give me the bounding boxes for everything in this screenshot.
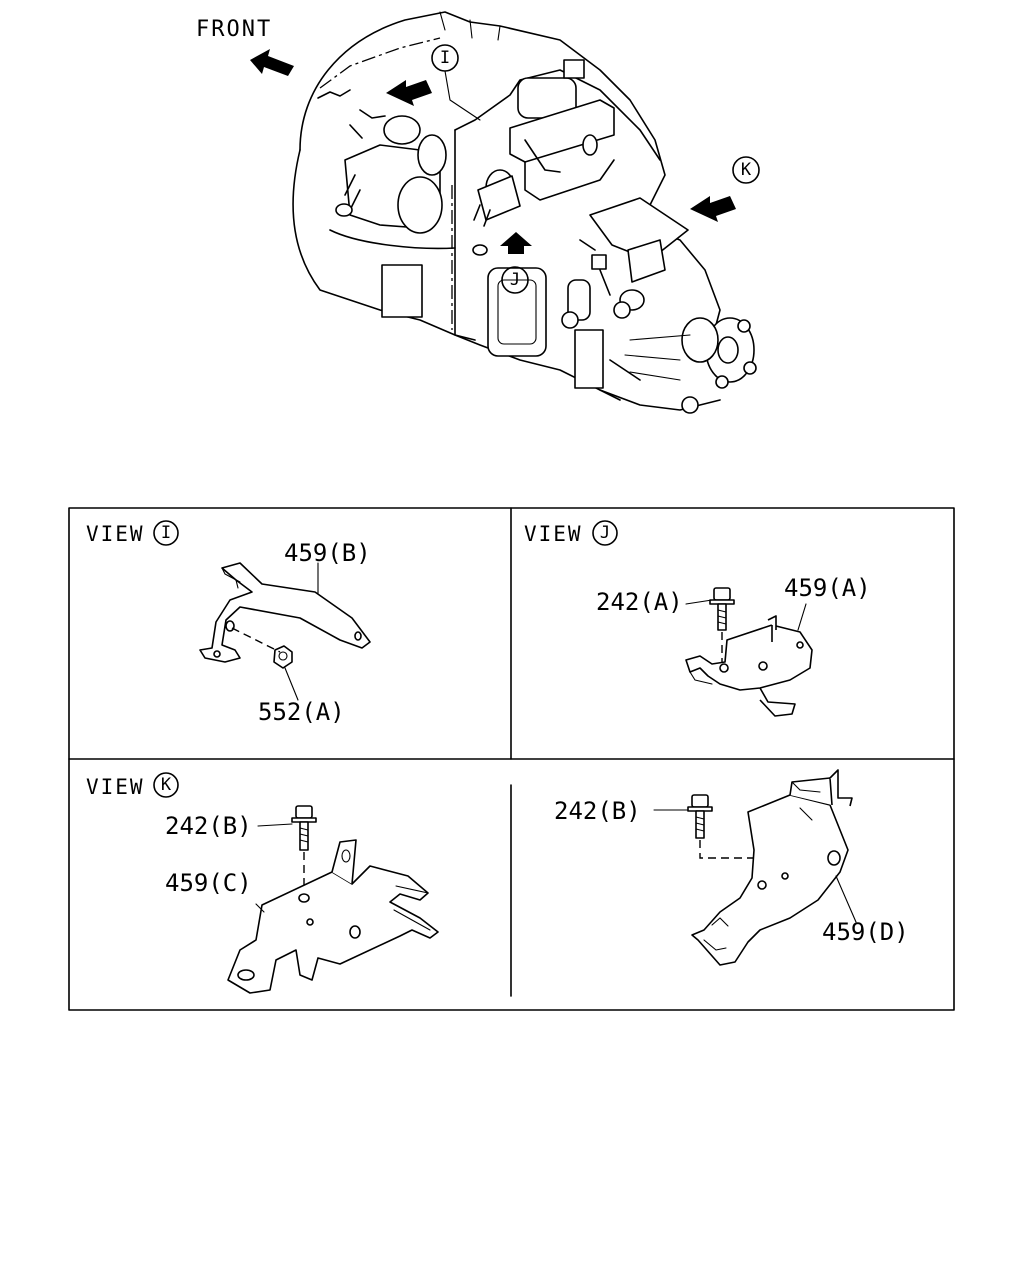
svg-text:K: K — [741, 160, 752, 180]
bracket-459c — [227, 865, 439, 994]
label-459d: 459(D) — [822, 918, 909, 946]
bolt-242b-left — [291, 805, 317, 851]
label-242b-right: 242(B) — [554, 797, 641, 825]
callout-j: J — [501, 266, 529, 294]
callout-i: I — [431, 44, 481, 121]
label-459b: 459(B) — [284, 539, 371, 567]
view-j-panel: VIEW J 242(A) 459(A) — [524, 520, 871, 717]
label-242b-left: 242(B) — [165, 812, 252, 840]
label-242a: 242(A) — [596, 588, 683, 616]
label-459c: 459(C) — [165, 869, 252, 897]
clutch-housing — [299, 11, 666, 226]
bracket-459b — [199, 562, 371, 663]
view-i-title: VIEW — [86, 522, 145, 546]
front-label: FRONT — [196, 17, 272, 42]
view-i-panel: VIEW I 459(B) 552(A) — [86, 520, 371, 726]
front-arrow-icon — [250, 49, 294, 76]
starter-motor — [344, 109, 447, 234]
view-k-title: VIEW — [86, 775, 145, 799]
view-i-letter: I — [161, 523, 171, 543]
detail-views-frame — [68, 507, 955, 1011]
nut-552a — [273, 645, 293, 669]
bolt-242b-right — [687, 794, 713, 839]
svg-text:J: J — [510, 270, 520, 290]
bracket-459a — [685, 624, 813, 691]
transmission-overview: FRONT — [196, 11, 760, 414]
view-k-letter: K — [161, 775, 172, 795]
shift-tower — [473, 59, 615, 227]
bracket-459d — [691, 794, 849, 966]
view-d-panel: 242(B) 459(D) — [554, 769, 909, 966]
label-552a: 552(A) — [258, 698, 345, 726]
transmission-case — [454, 69, 661, 161]
view-k-panel: VIEW K 242(B) 459(C) — [86, 772, 439, 994]
view-j-arrow-icon — [500, 232, 532, 254]
callout-k: K — [732, 156, 760, 184]
view-j-title: VIEW — [524, 522, 583, 546]
bolt-242a — [709, 587, 735, 631]
svg-text:I: I — [440, 48, 450, 68]
view-j-letter: J — [600, 523, 610, 543]
view-i-arrow-icon — [386, 80, 432, 106]
label-459a: 459(A) — [784, 574, 871, 602]
view-k-arrow-icon — [690, 196, 736, 222]
